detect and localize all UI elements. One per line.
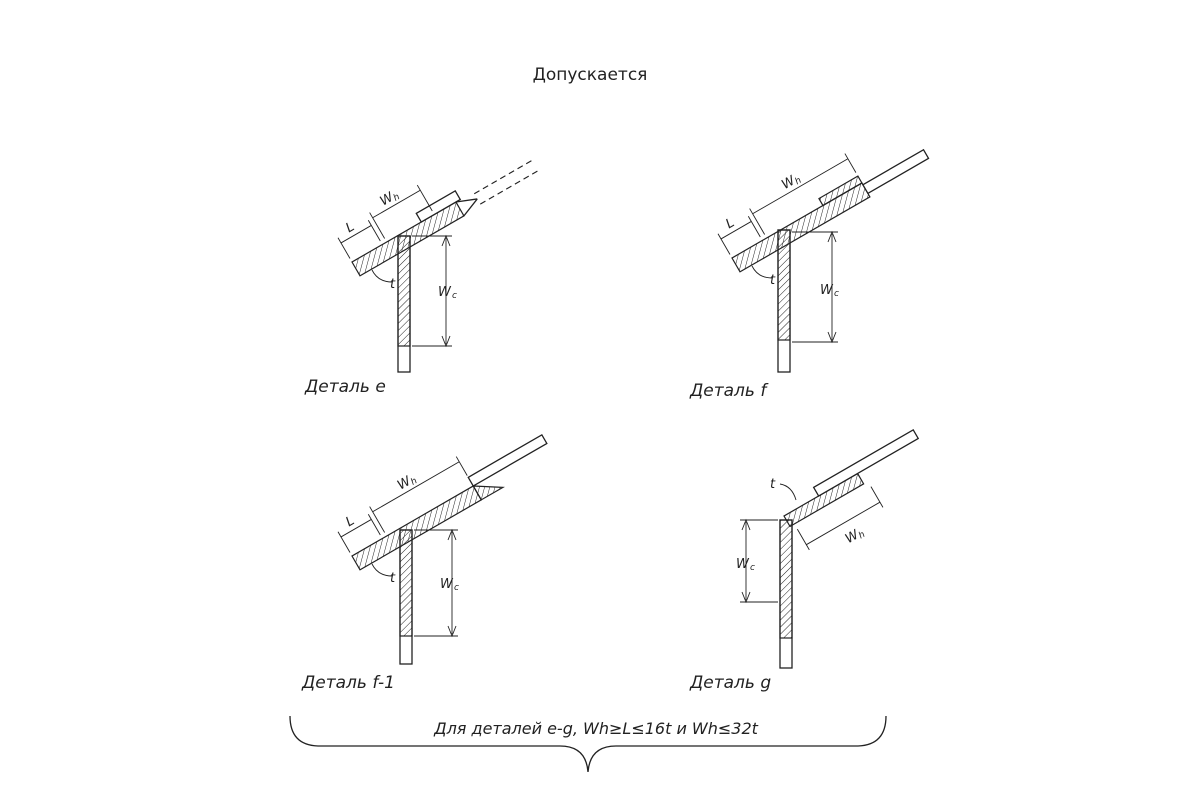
grouping-brace bbox=[289, 715, 887, 773]
detail-f1-caption: Деталь f-1 bbox=[301, 673, 395, 693]
detail-g-vertical-weld bbox=[779, 519, 793, 639]
detail-g-label-h: h bbox=[857, 530, 867, 542]
detail-f-label-h: h bbox=[794, 176, 804, 188]
detail-e-cover-strip bbox=[415, 189, 462, 223]
detail-f1-label-t: t bbox=[390, 571, 396, 586]
detail-f-caption: Деталь f bbox=[689, 381, 769, 401]
footnote: Для деталей e-g, Wh≥L≤16t и Wh≤32t bbox=[433, 719, 759, 738]
detail-f1-label-L: L bbox=[343, 513, 357, 530]
detail-e-label-h: h bbox=[392, 192, 402, 204]
detail-e-label-t: t bbox=[390, 277, 396, 292]
detail-f1-label-c: c bbox=[454, 583, 459, 593]
detail-f-label-L: L bbox=[723, 215, 737, 232]
detail-g-caption: Деталь g bbox=[689, 673, 771, 693]
detail-g-label-t: t bbox=[770, 477, 776, 492]
detail-g-angled-plate bbox=[812, 428, 920, 497]
detail-e-label-c: c bbox=[452, 291, 457, 301]
detail-e-label-L: L bbox=[343, 219, 357, 236]
detail-g-label-W: W bbox=[736, 557, 750, 572]
detail-f1-angled-plate bbox=[467, 433, 548, 487]
detail-f1: L W h t W c Деталь f-1 bbox=[301, 433, 548, 693]
diagram-title: Допускается bbox=[533, 65, 648, 85]
detail-f: L W h t W c Деталь f bbox=[689, 148, 930, 401]
detail-f-label-c: c bbox=[834, 289, 839, 299]
detail-f-label-t: t bbox=[770, 273, 776, 288]
detail-f-label-W: W bbox=[820, 283, 834, 298]
detail-f1-angled-weld bbox=[351, 485, 483, 571]
detail-f-angled-plate bbox=[862, 148, 930, 195]
detail-f1-label-W: W bbox=[440, 577, 454, 592]
detail-g-label-c: c bbox=[750, 563, 755, 573]
detail-e-label-W: W bbox=[438, 285, 452, 300]
detail-e: L W h t W c Деталь e bbox=[304, 158, 542, 397]
detail-e-caption: Деталь e bbox=[304, 377, 386, 397]
detail-f1-label-h: h bbox=[409, 476, 419, 488]
detail-f-angled-weld bbox=[731, 182, 871, 273]
detail-g: W h t W c Деталь g bbox=[689, 428, 920, 693]
detail-e-angled-weld bbox=[351, 201, 465, 277]
detail-e-dashed-extension bbox=[473, 158, 536, 195]
